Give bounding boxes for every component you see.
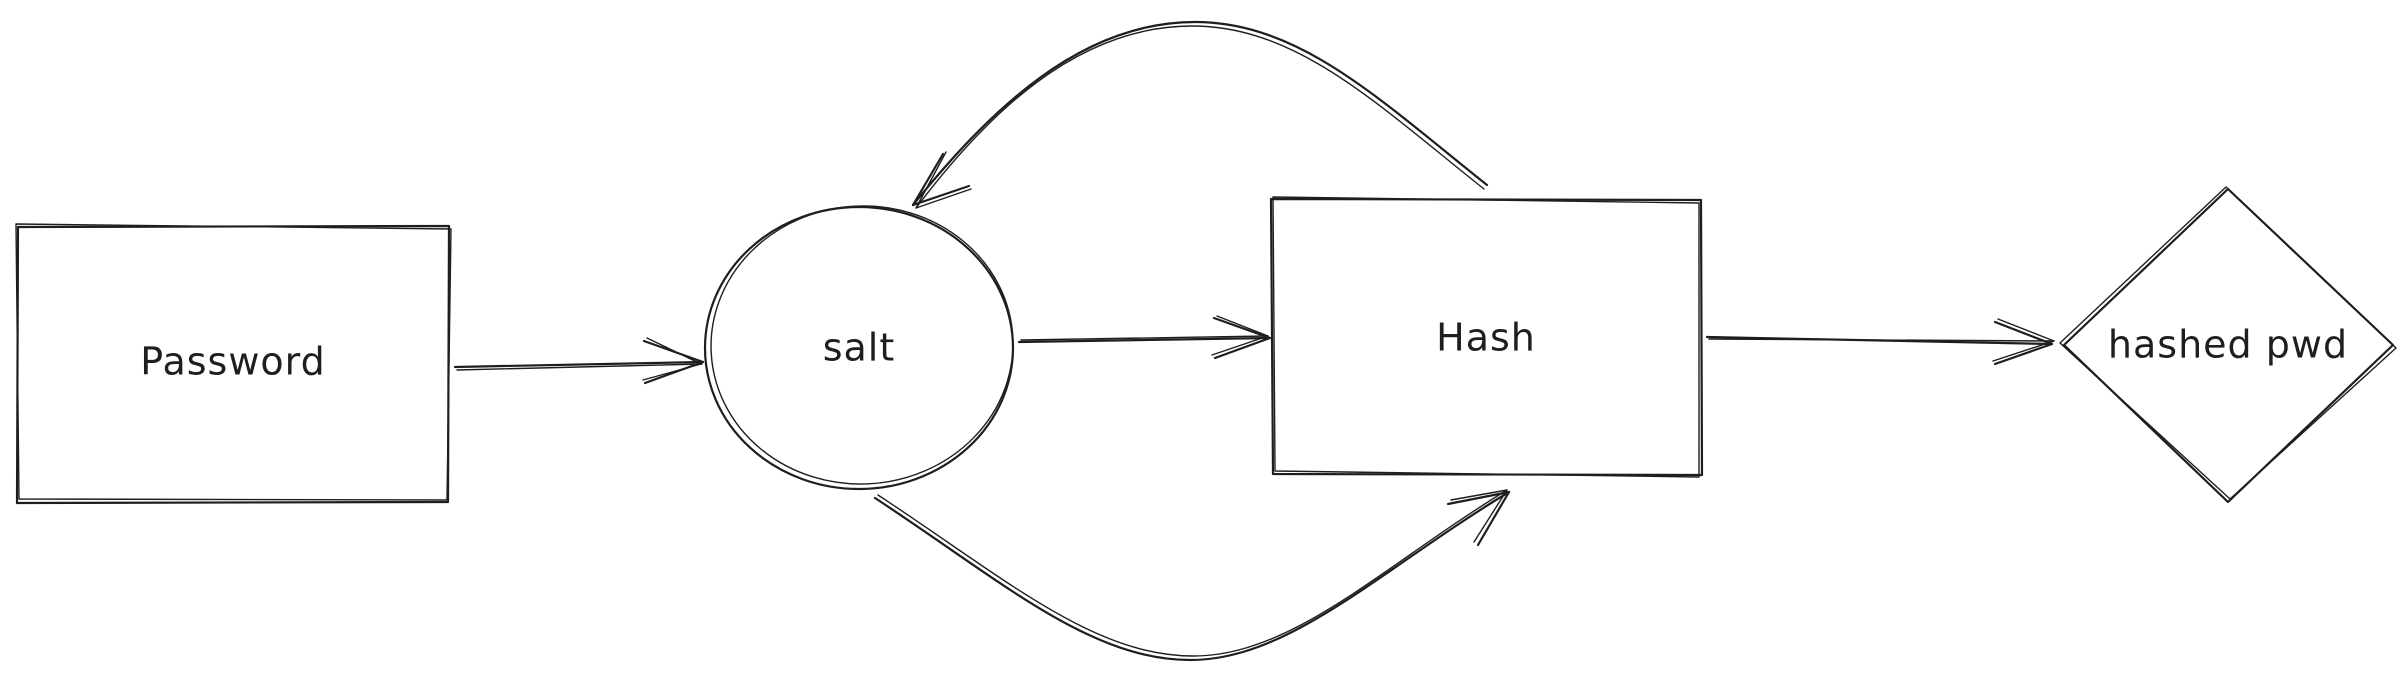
node-hashed-pwd-label: hashed pwd: [2108, 323, 2348, 367]
node-hash-label: Hash: [1436, 316, 1536, 360]
node-password[interactable]: Password: [15, 223, 452, 505]
edge-salt-to-hash-curved[interactable]: [873, 489, 1511, 662]
edge-hash-to-salt-curved[interactable]: [911, 20, 1489, 209]
node-password-label: Password: [140, 340, 326, 384]
node-salt[interactable]: salt: [703, 198, 1020, 491]
node-hashed-pwd[interactable]: hashed pwd: [2059, 186, 2397, 504]
edge-password-to-salt[interactable]: [453, 337, 705, 385]
edge-hash-to-hashed-pwd[interactable]: [1705, 318, 2055, 366]
node-salt-label: salt: [823, 326, 896, 370]
node-hash[interactable]: Hash: [1269, 196, 1704, 478]
edge-salt-to-hash[interactable]: [1017, 315, 1272, 360]
